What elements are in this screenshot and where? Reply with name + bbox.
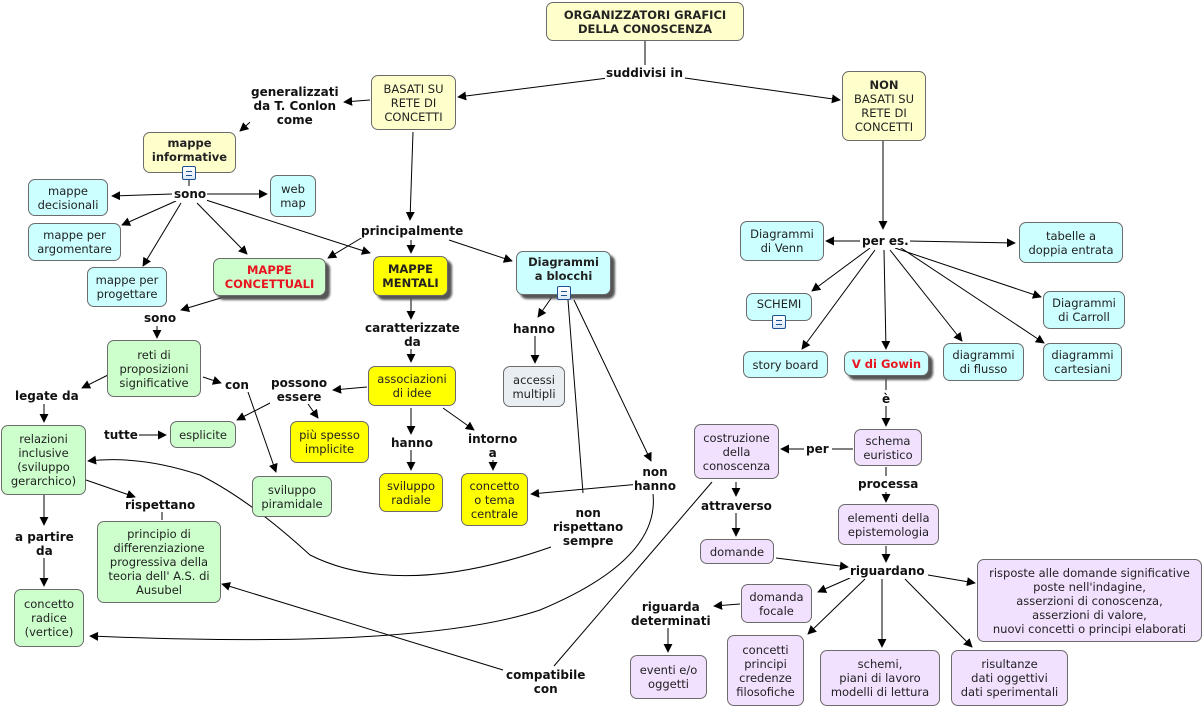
node-v-di-gowin[interactable]: V di Gowin: [844, 351, 929, 376]
node-mappe-decisionali[interactable]: mappe decisionali: [28, 179, 108, 216]
label-possono-essere: possono essere: [270, 376, 329, 404]
node-diagrammi-venn[interactable]: Diagrammi di Venn: [740, 221, 824, 261]
label-per: per: [805, 442, 830, 456]
node-concetto-tema[interactable]: concetto o tema centrale: [461, 473, 528, 526]
node-risultanze[interactable]: risultanze dati oggettivi dati speriment…: [951, 650, 1068, 706]
label-tutte: tutte: [103, 428, 139, 442]
node-reti-proposizioni[interactable]: reti di proposizioni significative: [107, 340, 201, 397]
label-riguarda-determinati: riguarda determinati: [630, 600, 712, 628]
node-relazioni-inclusive[interactable]: relazioni inclusive (sviluppo gerarchico…: [1, 425, 86, 495]
label-non-hanno: non hanno: [633, 465, 677, 493]
node-mappe-mentali[interactable]: MAPPE MENTALI: [373, 256, 448, 296]
node-non-basati[interactable]: NON BASATI SU RETE DI CONCETTI: [842, 71, 926, 141]
node-mappe-informative[interactable]: mappe informative: [143, 132, 236, 173]
label-a-partire-da: a partire da: [14, 530, 75, 558]
node-mappe-argomentare[interactable]: mappe per argomentare: [28, 223, 121, 261]
label-per-es: per es.: [861, 234, 910, 248]
node-diagrammi-carroll[interactable]: Diagrammi di Carroll: [1043, 291, 1125, 329]
node-diagrammi-flusso[interactable]: diagrammi di flusso: [943, 343, 1024, 381]
node-sviluppo-radiale[interactable]: sviluppo radiale: [379, 473, 443, 512]
label-sono-1: sono: [173, 187, 208, 201]
node-costruzione-conoscenza[interactable]: costruzione della conoscenza: [694, 424, 779, 479]
node-tabelle-doppia-entrata[interactable]: tabelle a doppia entrata: [1019, 222, 1123, 263]
node-risposte-domande[interactable]: risposte alle domande significative post…: [977, 559, 1202, 642]
node-web-map[interactable]: web map: [270, 175, 316, 217]
document-icon[interactable]: [182, 166, 196, 180]
node-eventi-oggetti[interactable]: eventi e/o oggetti: [630, 655, 707, 699]
node-schemi-piani[interactable]: schemi, piani di lavoro modelli di lettu…: [820, 650, 940, 706]
node-basati-su-rete[interactable]: BASATI SU RETE DI CONCETTI: [371, 75, 456, 130]
label-legate-da: legate da: [14, 389, 80, 403]
node-piu-spesso-implicite[interactable]: più spesso implicite: [290, 421, 369, 463]
label-hanno-2: hanno: [390, 436, 434, 450]
node-mappe-concettuali[interactable]: MAPPE CONCETTUALI: [213, 258, 326, 296]
node-diagrammi-cartesiani[interactable]: diagrammi cartesiani: [1043, 343, 1122, 381]
node-non-basati-prefix: NON: [869, 78, 899, 92]
label-principalmente: principalmente: [360, 224, 465, 238]
node-domanda-focale[interactable]: domanda focale: [741, 584, 812, 623]
document-icon[interactable]: [557, 286, 571, 300]
node-mappe-progettare[interactable]: mappe per progettare: [87, 267, 167, 307]
node-sviluppo-piramidale[interactable]: sviluppo piramidale: [252, 476, 332, 517]
label-rispettano: rispettano: [124, 498, 197, 512]
node-diagrammi-blocchi[interactable]: Diagrammi a blocchi: [516, 251, 611, 295]
node-concetti-principi[interactable]: concetti principi credenze filosofiche: [727, 635, 804, 706]
label-caratterizzate-da: caratterizzate da: [364, 321, 461, 349]
label-intorno-a: intorno a: [467, 432, 519, 460]
node-story-board[interactable]: story board: [743, 351, 828, 378]
label-hanno-1: hanno: [512, 322, 556, 336]
node-elementi-epistemologia[interactable]: elementi della epistemologia: [838, 504, 939, 545]
label-processa: processa: [857, 477, 920, 491]
label-con: con: [224, 378, 250, 392]
node-accessi-multipli[interactable]: accessi multipli: [503, 366, 565, 407]
node-principio-differenziazione[interactable]: principio di differenziazione progressiv…: [97, 521, 221, 603]
label-e-accent: è: [881, 392, 892, 406]
label-non-rispettano-sempre: non rispettano sempre: [552, 506, 625, 548]
label-riguardano: riguardano: [849, 564, 926, 578]
document-icon[interactable]: [772, 315, 786, 329]
node-organizzatori-grafici[interactable]: ORGANIZZATORI GRAFICI DELLA CONOSCENZA: [546, 2, 744, 41]
node-domande[interactable]: domande: [700, 539, 774, 564]
label-attraverso: attraverso: [700, 499, 773, 513]
label-sono-2: sono: [143, 311, 178, 325]
node-schema-euristico[interactable]: schema euristico: [854, 429, 922, 466]
node-esplicite[interactable]: esplicite: [170, 421, 236, 448]
label-generalizzati: generalizzati da T. Conlon come: [250, 85, 340, 127]
label-suddivisi-in: suddivisi in: [605, 66, 685, 80]
label-compatibile-con: compatibile con: [505, 668, 587, 696]
node-non-basati-text: BASATI SU RETE DI CONCETTI: [853, 92, 915, 134]
node-associazioni-idee[interactable]: associazioni di idee: [368, 366, 456, 406]
node-concetto-radice[interactable]: concetto radice (vertice): [14, 589, 84, 647]
